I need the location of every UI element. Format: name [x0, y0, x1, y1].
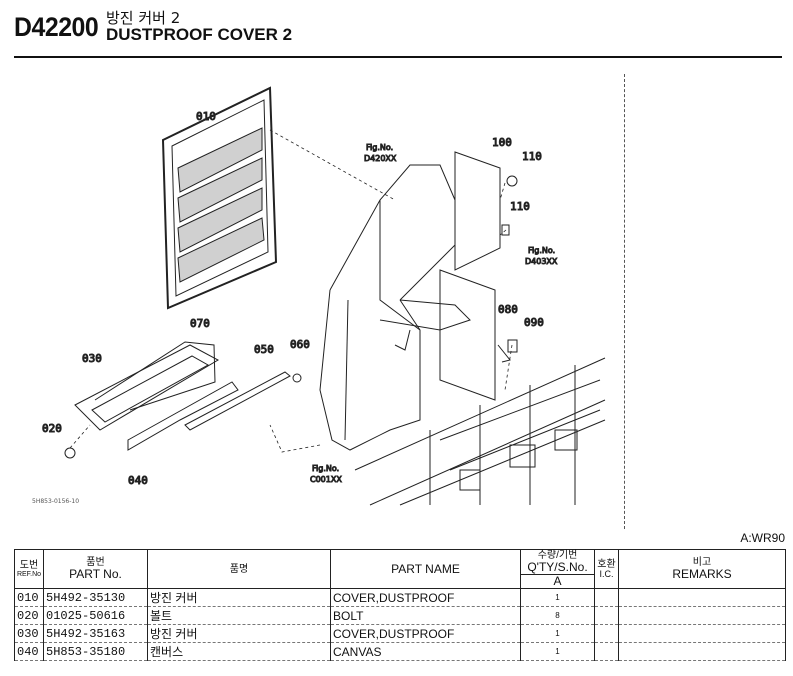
cell-name-kr: 볼트	[147, 606, 331, 626]
fig-ref-code-3: C001XX	[310, 475, 342, 484]
cell-ic	[594, 624, 619, 644]
cell-ic	[594, 588, 619, 608]
cell-remarks	[618, 606, 786, 626]
page-title: DUSTPROOF COVER 2	[106, 25, 293, 44]
cell-part-name: COVER,DUSTPROOF	[330, 588, 521, 608]
callout-070: 070	[190, 317, 210, 330]
cab-frame-drawing	[319, 151, 501, 451]
fig-ref-label-1: Fig.No.	[366, 143, 393, 152]
cell-remarks	[618, 588, 786, 608]
cell-part-no: 5H492-35130	[43, 588, 148, 608]
exploded-parts-diagram: 010 100 110 110 070 080 090 030 050 060 …	[42, 86, 606, 506]
header-rule	[14, 56, 782, 58]
header-part-name: PART NAME	[330, 548, 521, 590]
callout-110-upper: 110	[522, 150, 542, 163]
cell-ref: 040	[14, 642, 44, 662]
cell-part-no: 5H492-35163	[43, 624, 148, 644]
cell-part-name: CANVAS	[330, 642, 521, 662]
parts-030-070-drawing	[74, 341, 291, 451]
callout-030: 030	[82, 352, 102, 365]
cell-qty: 1	[520, 588, 595, 608]
model-label: A:WR90	[740, 531, 785, 545]
fig-ref-label-3: Fig.No.	[312, 464, 339, 473]
leader-lines	[69, 129, 513, 453]
diagram-divider	[624, 74, 625, 529]
fig-ref-code-2: D403XX	[525, 257, 558, 266]
cell-ref: 030	[14, 624, 44, 644]
header-part-no: 품번 PART No.	[43, 548, 148, 590]
cell-qty: 1	[520, 624, 595, 644]
table-row[interactable]: 010 5H492-35130 방진 커버 COVER,DUSTPROOF 1	[14, 588, 786, 608]
diagram-code: D42200	[14, 12, 99, 42]
callout-090: 090	[524, 316, 544, 329]
table-row[interactable]: 040 5H853-35180 캔버스 CANVAS 1	[14, 642, 786, 662]
table-row[interactable]: 030 5H492-35163 방진 커버 COVER,DUSTPROOF 1	[14, 624, 786, 644]
title-korean: 방진 커버 2	[106, 9, 181, 27]
part-010-drawing	[161, 86, 278, 310]
cell-remarks	[618, 642, 786, 662]
callout-110-lower: 110	[510, 200, 530, 213]
callout-020: 020	[42, 422, 62, 435]
cell-ic	[594, 606, 619, 626]
cell-part-name: BOLT	[330, 606, 521, 626]
illustration-id: 5H853-0156-10	[32, 498, 80, 505]
cell-part-no: 5H853-35180	[43, 642, 148, 662]
cell-ref: 020	[14, 606, 44, 626]
callout-060: 060	[290, 338, 310, 351]
cell-part-no: 01025-50616	[43, 606, 148, 626]
cell-qty: 1	[520, 642, 595, 662]
table-row[interactable]: 020 01025-50616 볼트 BOLT 8	[14, 606, 786, 626]
callout-010: 010	[196, 110, 216, 123]
fig-ref-code-1: D420XX	[364, 154, 397, 163]
cell-name-kr: 캔버스	[147, 642, 331, 662]
header-remarks: 비고 REMARKS	[618, 548, 786, 590]
callout-050: 050	[254, 343, 274, 356]
cell-name-kr: 방진 커버	[147, 588, 331, 608]
header-qty: 수량/기번 Q'TY/S.No.	[520, 548, 595, 576]
parts-table: 도번 REF.No 품번 PART No. 품명 PART NAME 수량/기번…	[14, 548, 786, 662]
cell-remarks	[618, 624, 786, 644]
callout-080: 080	[498, 303, 518, 316]
cell-qty: 8	[520, 606, 595, 626]
header-qty-col-a: A	[520, 574, 595, 590]
callout-100: 100	[492, 136, 512, 149]
header-ref: 도번 REF.No	[14, 548, 44, 590]
cell-ref: 010	[14, 588, 44, 608]
chassis-frame-drawing	[354, 357, 606, 506]
fig-ref-label-2: Fig.No.	[528, 246, 555, 255]
cell-name-kr: 방진 커버	[147, 624, 331, 644]
bolt-parts-drawing	[64, 175, 518, 459]
header-name-kr: 품명	[147, 548, 331, 590]
cell-part-name: COVER,DUSTPROOF	[330, 624, 521, 644]
header-ic: 호환 I.C.	[594, 548, 619, 590]
callout-040: 040	[128, 474, 148, 487]
cell-ic	[594, 642, 619, 662]
